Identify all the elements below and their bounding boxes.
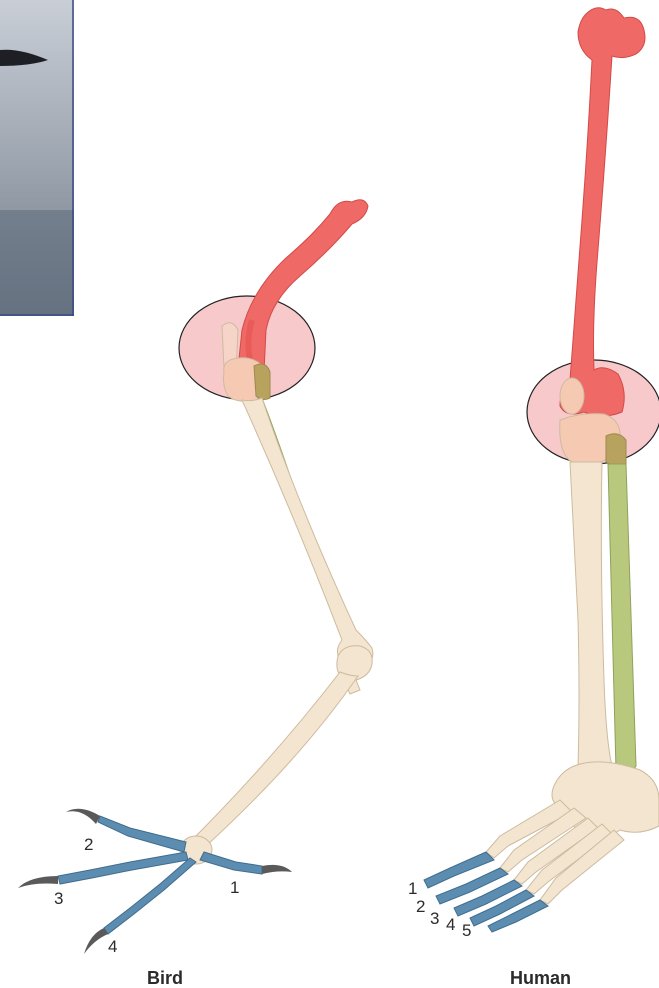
human-digit-label: 3 xyxy=(430,909,439,928)
bird-digit-label: 3 xyxy=(54,889,63,908)
bird-caption: Bird xyxy=(147,968,183,988)
bird-toes xyxy=(58,816,262,934)
bird-photo-thumbnail xyxy=(0,0,74,316)
bird-tarsometatarsus xyxy=(190,672,358,847)
human-digit-label: 5 xyxy=(462,921,471,940)
bird-fibula-head xyxy=(254,364,270,400)
human-fibula-head xyxy=(606,434,626,466)
human-patella xyxy=(560,378,584,414)
bird-leg: 2 3 4 1 Bird xyxy=(18,200,373,988)
bird-digit-label: 1 xyxy=(230,878,239,897)
human-digit-label: 4 xyxy=(446,915,455,934)
human-digit-label: 1 xyxy=(408,879,417,898)
bird-digit-label: 2 xyxy=(84,835,93,854)
human-tibia xyxy=(570,462,612,768)
human-femur xyxy=(560,8,645,416)
human-caption: Human xyxy=(510,968,571,988)
bird-digit-label: 4 xyxy=(108,937,117,956)
bird-tibiotarsus xyxy=(242,398,373,666)
human-digit-label: 2 xyxy=(416,897,425,916)
human-fibula xyxy=(608,464,636,775)
human-leg: 1 2 3 4 5 Human xyxy=(408,8,659,988)
